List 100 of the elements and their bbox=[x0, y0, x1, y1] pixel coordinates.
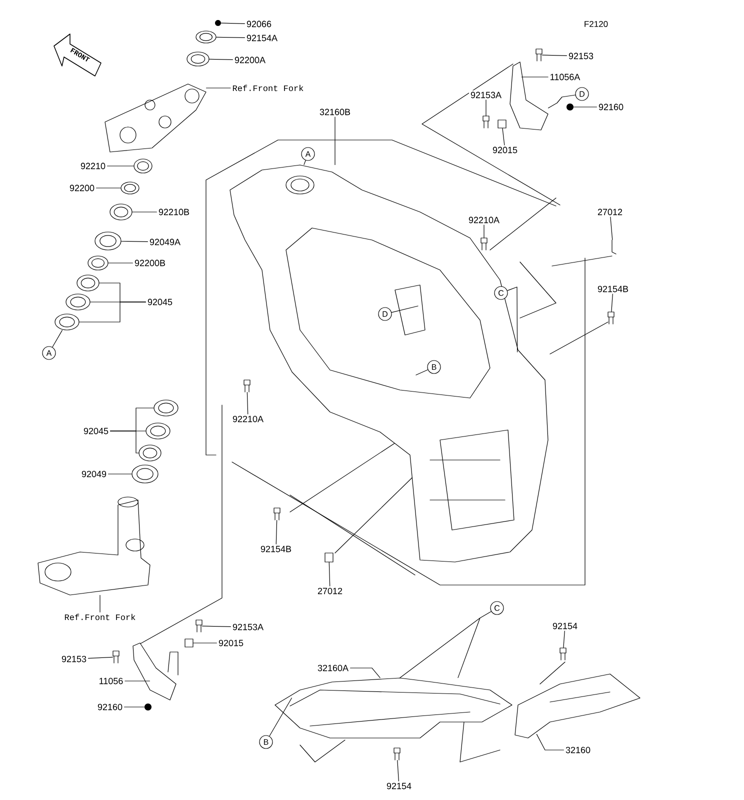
bolt-drawing bbox=[536, 48, 542, 62]
nut-drawing bbox=[566, 104, 574, 110]
part-number: 92045 bbox=[82, 426, 110, 436]
bracket-drawing bbox=[510, 62, 548, 130]
leader-line bbox=[276, 520, 278, 544]
clip bbox=[324, 552, 334, 562]
part-number: 32160 bbox=[564, 745, 592, 755]
leader-line bbox=[397, 760, 399, 782]
leader-line bbox=[124, 706, 144, 708]
leader-line bbox=[328, 562, 330, 586]
bolt-drawing bbox=[608, 312, 614, 324]
part-number: 92154 bbox=[551, 621, 580, 631]
part-number: 92045 bbox=[146, 297, 174, 307]
part-number: 92160 bbox=[597, 102, 626, 112]
frame-drawing bbox=[230, 164, 548, 562]
washer-drawing bbox=[186, 52, 210, 66]
leader-line bbox=[209, 58, 233, 60]
leader-line bbox=[400, 611, 492, 678]
part-number: 92200 bbox=[68, 183, 96, 193]
washer-drawing bbox=[88, 256, 108, 270]
steering-stem-drawing bbox=[38, 496, 150, 596]
bearing-drawing bbox=[54, 314, 80, 330]
part-number: 92210A bbox=[231, 414, 266, 424]
bolt-drawing bbox=[112, 650, 120, 664]
leader-line bbox=[52, 330, 62, 348]
pin-drawing bbox=[215, 20, 221, 26]
bearing-drawing bbox=[94, 232, 122, 250]
collar bbox=[184, 638, 194, 648]
bolt-drawing bbox=[482, 116, 490, 128]
part-number: 92200A bbox=[233, 55, 268, 65]
bearing-drawing bbox=[66, 294, 90, 310]
part-number: 27012 bbox=[596, 207, 624, 217]
part-number: 92066 bbox=[245, 19, 274, 29]
leader-line bbox=[121, 240, 148, 242]
bolt-drawing bbox=[394, 748, 400, 760]
leader-line bbox=[502, 128, 505, 146]
clip-drawing bbox=[612, 240, 616, 254]
seal-drawing bbox=[110, 204, 132, 220]
bearing-drawing bbox=[76, 274, 100, 292]
part-number: 92015 bbox=[217, 638, 246, 648]
nut-drawing bbox=[144, 704, 152, 710]
leader-line bbox=[611, 294, 613, 312]
leader-line bbox=[350, 668, 380, 678]
side-plate-drawing bbox=[514, 674, 640, 738]
part-number: 32160B bbox=[318, 107, 352, 117]
part-number: 11056A bbox=[548, 72, 582, 82]
part-number: 92210A bbox=[467, 215, 502, 225]
bolt-drawing bbox=[274, 508, 280, 520]
leader-line bbox=[416, 369, 428, 376]
leader-line bbox=[391, 306, 418, 313]
leader-line bbox=[610, 216, 613, 240]
leader-line bbox=[507, 286, 518, 352]
leader-line bbox=[542, 54, 567, 56]
leader-line bbox=[216, 36, 245, 38]
nut-drawing bbox=[134, 158, 152, 174]
part-number: 92160 bbox=[96, 702, 124, 712]
washer-drawing bbox=[120, 182, 140, 194]
part-number: 92154B bbox=[258, 544, 294, 554]
bearing-drawing bbox=[146, 422, 170, 440]
part-number: 11056 bbox=[97, 676, 125, 686]
part-number: 92154 bbox=[385, 781, 414, 791]
leader-line bbox=[88, 656, 113, 659]
part-number: 92153A bbox=[469, 90, 504, 100]
part-number: 92210 bbox=[78, 161, 108, 171]
reference-note: Ref.Front Fork bbox=[230, 83, 306, 93]
bolt-drawing bbox=[196, 620, 202, 632]
part-number: 92210B bbox=[157, 207, 192, 217]
leader-line bbox=[246, 392, 248, 414]
leader-line bbox=[334, 116, 336, 165]
part-number: 27012 bbox=[316, 586, 344, 596]
reference-note: Ref.Front Fork bbox=[62, 612, 138, 622]
leader-line bbox=[548, 94, 576, 108]
bracket-drawing bbox=[132, 642, 178, 700]
leader-line bbox=[574, 106, 597, 108]
part-number: 92153 bbox=[567, 51, 596, 61]
leader-line bbox=[202, 626, 231, 627]
part-number: 92153 bbox=[60, 654, 88, 664]
leader-line bbox=[79, 302, 146, 322]
leader-line bbox=[193, 642, 217, 644]
leader-line bbox=[124, 680, 150, 682]
part-number: 92049 bbox=[80, 469, 108, 479]
leader-line bbox=[221, 22, 245, 24]
part-number: 92154B bbox=[596, 284, 630, 294]
part-number: 92200B bbox=[132, 258, 168, 268]
collar bbox=[498, 120, 506, 128]
leader-line bbox=[110, 430, 139, 454]
leader-line bbox=[304, 160, 306, 165]
diagram-code: F2120 bbox=[584, 21, 608, 27]
bearing-drawing bbox=[154, 400, 178, 416]
leader-line bbox=[536, 734, 564, 750]
bolt-drawing bbox=[480, 238, 488, 250]
leader-line bbox=[108, 262, 133, 264]
subframe-drawing bbox=[274, 678, 512, 738]
part-number: 92015 bbox=[491, 145, 520, 155]
top-clamp-drawing bbox=[104, 84, 206, 152]
part-number: 92154A bbox=[245, 33, 280, 43]
leader-line bbox=[563, 630, 565, 648]
cap-drawing bbox=[196, 30, 216, 44]
part-number: 92153A bbox=[231, 622, 266, 632]
leader-line bbox=[269, 698, 292, 736]
